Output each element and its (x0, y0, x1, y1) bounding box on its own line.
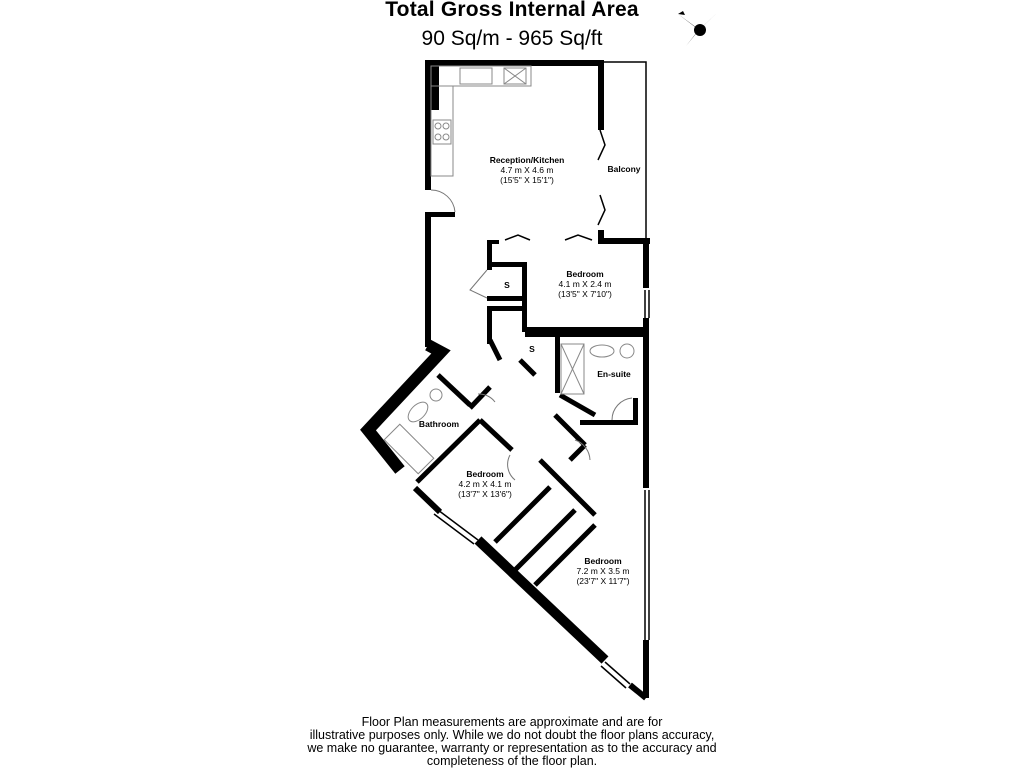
room-name: Bathroom (418, 419, 460, 429)
room-storage-1: S (504, 280, 510, 290)
room-dimensions-metric: 7.2 m X 3.5 m (576, 566, 630, 576)
room-reception-kitchen: Reception/Kitchen 4.7 m X 4.6 m (15'5" X… (490, 155, 565, 185)
walls (425, 60, 650, 698)
doors (430, 189, 633, 481)
room-dimensions-imperial: (23'7" X 11'7") (576, 576, 630, 586)
room-bedroom-3: Bedroom 7.2 m X 3.5 m (23'7" X 11'7") (576, 556, 629, 586)
disclaimer: Floor Plan measurements are approximate … (0, 716, 1024, 768)
room-name: Bedroom (466, 469, 504, 479)
fixtures (383, 65, 635, 475)
room-en-suite: En-suite (597, 369, 631, 379)
bifold-doors (504, 129, 606, 241)
room-name: Bedroom (584, 556, 622, 566)
room-dimensions-imperial: (13'7" X 13'6") (458, 489, 512, 499)
page-title: Total Gross Internal Area (385, 0, 639, 21)
compass-north-arrow-icon (678, 11, 721, 52)
room-dimensions-metric: 4.1 m X 2.4 m (558, 279, 612, 289)
room-name: Bedroom (566, 269, 604, 279)
disclaimer-line: completeness of the floor plan. (426, 754, 598, 768)
room-balcony: Balcony (607, 164, 640, 174)
room-name: S (529, 344, 535, 354)
room-dimensions-metric: 4.2 m X 4.1 m (458, 479, 512, 489)
room-bedroom-2: Bedroom 4.2 m X 4.1 m (13'7" X 13'6") (458, 469, 512, 499)
total-area: 90 Sq/m - 965 Sq/ft (421, 27, 603, 50)
disclaimer-line: illustrative purposes only. While we do … (309, 728, 715, 742)
disclaimer-line: Floor Plan measurements are approximate … (361, 715, 663, 729)
room-storage-2: S (529, 344, 535, 354)
room-bedroom-1: Bedroom 4.1 m X 2.4 m (13'5" X 7'10") (558, 269, 612, 299)
room-name: Reception/Kitchen (489, 155, 565, 165)
balcony-outline (433, 61, 650, 689)
room-dimensions-metric: 4.7 m X 4.6 m (500, 165, 554, 175)
room-dimensions-imperial: (15'5" X 15'1") (500, 175, 554, 185)
room-name: Balcony (607, 164, 641, 174)
room-bathroom: Bathroom (419, 419, 459, 429)
disclaimer-line: we make no guarantee, warranty or repres… (307, 741, 717, 755)
room-name: S (504, 280, 510, 290)
room-dimensions-imperial: (13'5" X 7'10") (558, 289, 612, 299)
room-name: En-suite (597, 369, 631, 379)
diagonal-walls (360, 338, 648, 701)
